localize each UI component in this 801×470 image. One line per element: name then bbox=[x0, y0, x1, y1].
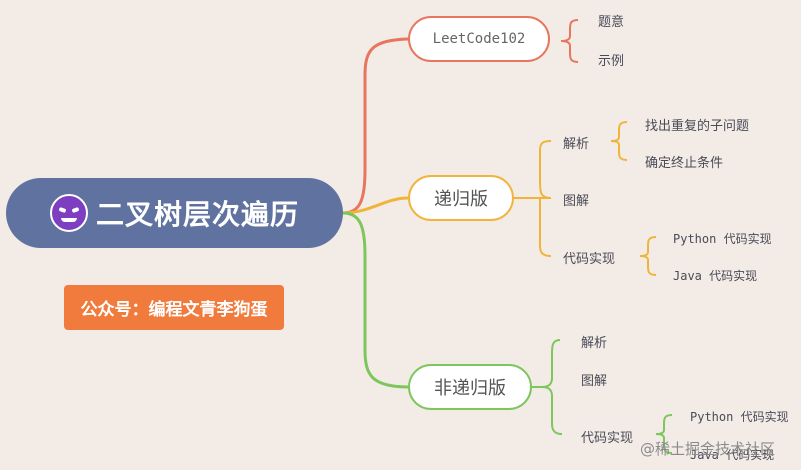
leaf-example[interactable]: 示例 bbox=[598, 54, 625, 69]
branch-leetcode[interactable]: LeetCode102 bbox=[408, 16, 550, 62]
smirk-face-icon bbox=[49, 194, 88, 232]
branch-iterative-label: 非递归版 bbox=[434, 378, 506, 399]
brace-recursive bbox=[539, 140, 552, 257]
root-title: 二叉树层次遍历 bbox=[95, 198, 299, 231]
iterative-diagram[interactable]: 图解 bbox=[581, 374, 608, 389]
iterative-java-code[interactable]: Java 代码实现 bbox=[690, 448, 775, 462]
brace-recursive-code bbox=[639, 236, 657, 276]
branch-recursive-label: 递归版 bbox=[434, 189, 488, 210]
recursive-python-code[interactable]: Python 代码实现 bbox=[673, 232, 772, 246]
recursive-termination[interactable]: 确定终止条件 bbox=[645, 156, 724, 171]
root-node[interactable]: 二叉树层次遍历 bbox=[6, 178, 343, 248]
iterative-python-code[interactable]: Python 代码实现 bbox=[690, 410, 789, 424]
recursive-analysis[interactable]: 解析 bbox=[563, 137, 590, 152]
recursive-java-code[interactable]: Java 代码实现 bbox=[673, 269, 758, 283]
connector-branch-iterative bbox=[342, 211, 409, 389]
connector-branch-leetcode bbox=[342, 37, 409, 215]
branch-leetcode-label: LeetCode102 bbox=[432, 31, 526, 47]
recursive-diagram[interactable]: 图解 bbox=[563, 194, 590, 209]
brace-recursive-analysis bbox=[610, 121, 628, 161]
recursive-find-subproblem[interactable]: 找出重复的子问题 bbox=[645, 119, 750, 134]
leaf-meaning[interactable]: 题意 bbox=[598, 15, 625, 30]
brace-leetcode bbox=[560, 19, 579, 63]
watermark: @稀土掘金技术社区 bbox=[640, 440, 776, 458]
brace-iterative-code bbox=[655, 414, 673, 454]
iterative-code[interactable]: 代码实现 bbox=[581, 431, 634, 446]
recursive-code[interactable]: 代码实现 bbox=[563, 252, 616, 267]
branch-iterative[interactable]: 非递归版 bbox=[408, 364, 532, 410]
wechat-tag: 公众号：编程文青李狗蛋 bbox=[64, 285, 284, 330]
wechat-tag-text: 公众号：编程文青李狗蛋 bbox=[80, 300, 268, 320]
iterative-analysis[interactable]: 解析 bbox=[581, 336, 608, 351]
brace-iterative bbox=[541, 339, 563, 435]
branch-recursive[interactable]: 递归版 bbox=[408, 175, 514, 221]
